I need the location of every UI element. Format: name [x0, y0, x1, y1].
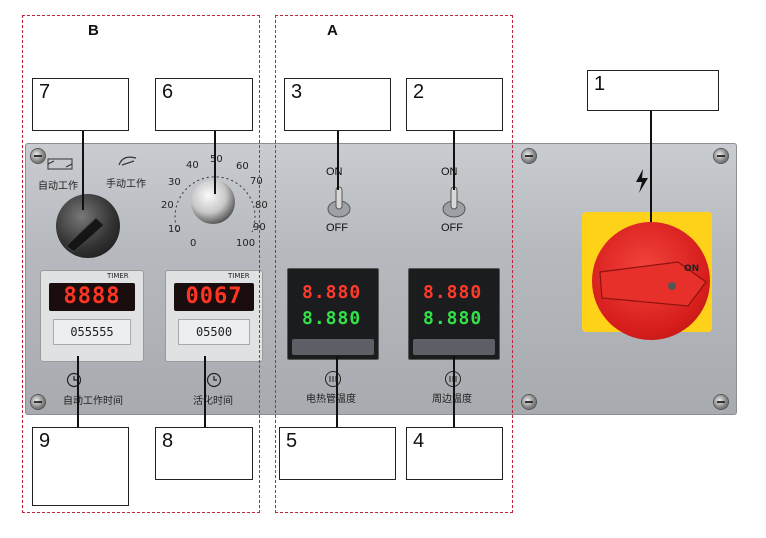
callout-9-number: 9 — [39, 430, 51, 452]
callout-3: 3 — [284, 78, 391, 131]
auto-time-label: 自动工作时间 — [63, 396, 123, 407]
callout-4-number: 4 — [413, 430, 425, 452]
dial-tick-70: 70 — [250, 176, 263, 187]
callout-6: 6 — [155, 78, 253, 131]
breaker-handle — [599, 261, 707, 307]
leader-4 — [453, 356, 455, 428]
dial-tick-60: 60 — [236, 161, 249, 172]
callout-1-number: 1 — [594, 73, 606, 95]
auto-mode-label: 自动工作 — [38, 181, 78, 192]
clock-icon-activation — [206, 372, 222, 388]
tc-1-sv: 8.880 — [302, 308, 362, 329]
callout-2: 2 — [406, 78, 503, 131]
callout-5: 5 — [279, 427, 396, 480]
leader-2 — [453, 130, 455, 190]
leader-5 — [336, 356, 338, 428]
ambient-temp-controller: 8.880 8.880 — [408, 268, 500, 360]
dial-tick-10: 10 — [168, 224, 181, 235]
dial-tick-40: 40 — [186, 160, 199, 171]
tc-1-pv: 8.880 — [302, 282, 362, 303]
dial-tick-80: 80 — [255, 200, 268, 211]
switch-3-off-label: OFF — [326, 222, 348, 234]
callout-8-number: 8 — [162, 430, 174, 452]
screw-bottom-right — [714, 395, 728, 409]
leader-9 — [77, 356, 79, 428]
timer-2-brand: TIMER — [228, 272, 250, 280]
timer-2-keys: 05500 — [178, 319, 250, 345]
group-a-label: A — [327, 22, 338, 39]
activation-time-label: 活化时间 — [193, 396, 233, 407]
callout-7: 7 — [32, 78, 129, 131]
manual-mode-icon — [118, 156, 137, 166]
screw-bottom-center — [522, 395, 536, 409]
toggle-switch-3[interactable] — [326, 185, 352, 219]
potentiometer-dial[interactable] — [191, 180, 235, 224]
group-a-outline — [275, 15, 513, 513]
group-b-outline — [22, 15, 260, 513]
selector-handle — [65, 217, 105, 253]
tc-2-buttons — [413, 339, 495, 355]
timer-1-keys: 055555 — [53, 319, 131, 345]
timer-2-display: 0067 — [174, 283, 254, 311]
high-voltage-icon — [636, 169, 648, 193]
callout-5-number: 5 — [286, 430, 298, 452]
callout-9: 9 — [32, 427, 129, 506]
activation-timer: TIMER 0067 05500 — [165, 270, 263, 362]
timer-1-brand: TIMER — [107, 272, 129, 280]
heater-temp-label: 电热管温度 — [306, 394, 356, 405]
callout-6-number: 6 — [162, 81, 174, 103]
manual-mode-label: 手动工作 — [106, 179, 146, 190]
ambient-temp-label: 周边温度 — [432, 394, 472, 405]
auto-work-timer: TIMER 8888 055555 — [40, 270, 144, 362]
clock-icon-auto — [66, 372, 82, 388]
leader-6 — [214, 130, 216, 194]
leader-8 — [204, 356, 206, 428]
heater-temp-controller: 8.880 8.880 — [287, 268, 379, 360]
auto-mode-icon — [47, 158, 73, 170]
breaker-on-mark: ON — [684, 264, 700, 274]
tc-2-sv: 8.880 — [423, 308, 483, 329]
tc-1-buttons — [292, 339, 374, 355]
callout-8: 8 — [155, 427, 253, 480]
switch-2-off-label: OFF — [441, 222, 463, 234]
dial-tick-20: 20 — [161, 200, 174, 211]
callout-1: 1 — [587, 70, 719, 111]
dial-tick-0: 0 — [190, 238, 197, 249]
callout-2-number: 2 — [413, 81, 425, 103]
screw-top-left — [31, 149, 45, 163]
callout-7-number: 7 — [39, 81, 51, 103]
leader-1 — [650, 110, 652, 222]
tc-2-pv: 8.880 — [423, 282, 483, 303]
dial-tick-50: 50 — [210, 154, 223, 165]
timer-1-display: 8888 — [49, 283, 135, 311]
toggle-switch-2[interactable] — [441, 185, 467, 219]
dial-tick-100: 100 — [236, 238, 256, 249]
leader-7 — [82, 130, 84, 210]
screw-top-right — [714, 149, 728, 163]
callout-3-number: 3 — [291, 81, 303, 103]
group-b-label: B — [88, 22, 99, 39]
screw-top-center — [522, 149, 536, 163]
leader-3 — [337, 130, 339, 190]
dial-tick-30: 30 — [168, 177, 181, 188]
callout-4: 4 — [406, 427, 503, 480]
screw-bottom-left — [31, 395, 45, 409]
